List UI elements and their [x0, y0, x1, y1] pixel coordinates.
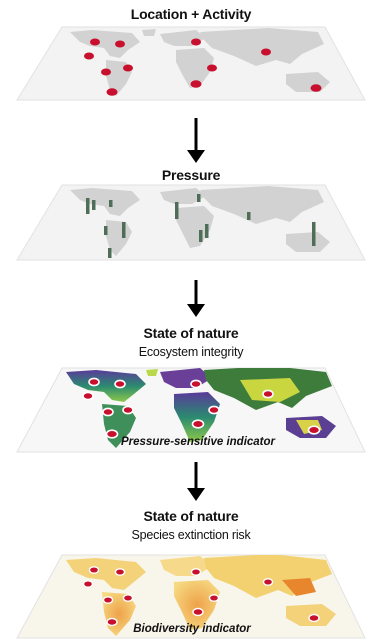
down-arrow-icon [187, 462, 205, 501]
down-arrow-icon [187, 118, 205, 163]
integrity-caption: Pressure-sensitive indicator [121, 436, 276, 448]
stage-4-subtitle: Species extinction risk [131, 528, 251, 542]
risk-markers [82, 566, 320, 627]
down-arrow-icon [187, 280, 205, 317]
map-plane-2 [16, 184, 366, 261]
map-plane-1 [16, 26, 366, 101]
stage-3-subtitle: Ecosystem integrity [138, 345, 244, 359]
biodiversity-caption: Biodiversity indicator [133, 623, 251, 635]
stage-1-title: Location + Activity [130, 6, 252, 22]
map-plane-3 [16, 367, 366, 453]
integrity-markers [82, 377, 321, 439]
stage-4-title: State of nature [143, 508, 239, 524]
location-dots-1 [84, 38, 322, 96]
map-plane-4 [16, 554, 366, 639]
pressure-bars [86, 194, 316, 258]
stage-2-title: Pressure [161, 167, 221, 183]
stage-3-title: State of nature [143, 325, 239, 341]
